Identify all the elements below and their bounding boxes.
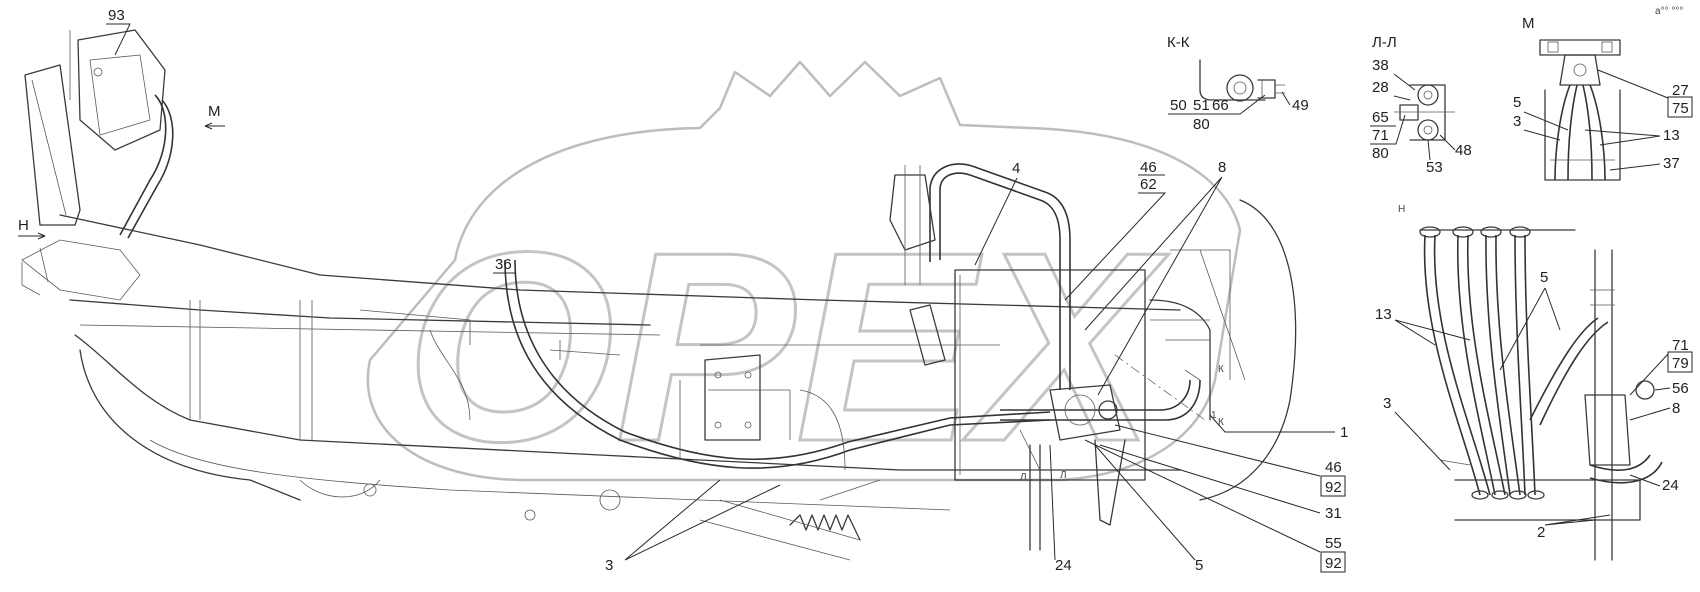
callout-3-main: 3: [605, 557, 613, 574]
main-view: М Н К К 1 Л Л: [18, 29, 1297, 561]
mounting-panel: [954, 269, 1146, 481]
callout-75-box: [1667, 96, 1693, 118]
mark-l-2: Л: [1060, 470, 1067, 481]
view-arrow-m-label: М: [208, 103, 221, 120]
mark-k-bottom: К: [1218, 417, 1224, 428]
callout-75: 75: [1672, 100, 1689, 117]
callout-1: 1: [1340, 424, 1348, 441]
corner-note: a°° °°°: [1655, 6, 1683, 17]
section-ll: Л-Л 38 28 65 71 80 48 53: [1370, 34, 1472, 176]
watermark-text: OPEX: [405, 197, 1169, 498]
callout-46-right: 46: [1325, 459, 1342, 476]
callout-46-top: 46: [1140, 159, 1157, 176]
callout-51: 51: [1193, 97, 1210, 114]
view-n-title: Н: [1398, 204, 1405, 215]
callout-79-box: [1667, 351, 1693, 373]
view-arrow-n-label: Н: [18, 217, 29, 234]
filter-unit: [1049, 384, 1121, 441]
callout-4: 4: [1012, 160, 1020, 177]
callout-2: 2: [1537, 524, 1545, 541]
mark-l: Л: [1020, 472, 1027, 483]
callout-92-b: 92: [1325, 555, 1342, 572]
main-view-callouts: 93 36 4 46 62 8 1 46 92 31 55 92 24 5 3: [106, 7, 1348, 574]
callout-80-ll: 80: [1372, 145, 1389, 162]
bracket-93-body: [77, 29, 166, 151]
callout-53: 53: [1426, 159, 1443, 176]
callout-92-a: 92: [1325, 479, 1342, 496]
section-kk: К-К 50 51 66 80 49: [1167, 34, 1309, 133]
callout-8-top: 8: [1218, 159, 1226, 176]
view-m: М 5 3 27 75 13 37: [1513, 15, 1693, 181]
section-ll-title: Л-Л: [1372, 34, 1397, 51]
callout-56: 56: [1672, 380, 1689, 397]
callout-37: 37: [1663, 155, 1680, 172]
pipe-36: [504, 259, 1051, 469]
callout-48: 48: [1455, 142, 1472, 159]
callout-24-main: 24: [1055, 557, 1072, 574]
callout-92-b-box: [1320, 551, 1346, 573]
callout-49: 49: [1292, 97, 1309, 114]
callout-13-m: 13: [1663, 127, 1680, 144]
callout-27: 27: [1672, 82, 1689, 99]
callout-65: 65: [1372, 109, 1389, 126]
watermark-gear-outline: [366, 60, 1242, 482]
view-m-title: М: [1522, 15, 1535, 32]
callout-93: 93: [108, 7, 125, 24]
callout-62: 62: [1140, 176, 1157, 193]
mark-k-top: К: [1218, 364, 1224, 375]
callout-5-n: 5: [1540, 269, 1548, 286]
callout-80-kk: 80: [1193, 116, 1210, 133]
callout-66: 66: [1212, 97, 1229, 114]
view-n: Н 13 5 71 79: [1375, 204, 1693, 561]
callout-31: 31: [1325, 505, 1342, 522]
frame-rail-lower: [74, 334, 1181, 471]
callout-5-m: 5: [1513, 94, 1521, 111]
callout-36: 36: [495, 256, 512, 273]
watermark: OPEX: [366, 60, 1242, 500]
callout-3-n: 3: [1383, 395, 1391, 412]
callout-24-n: 24: [1662, 477, 1679, 494]
callout-28: 28: [1372, 79, 1389, 96]
frame-rail-top: [59, 214, 1181, 311]
callout-38: 38: [1372, 57, 1389, 74]
mark-one: 1: [1211, 410, 1217, 421]
callout-3-m: 3: [1513, 113, 1521, 130]
callout-71-ll: 71: [1372, 127, 1389, 144]
callout-71-n: 71: [1672, 337, 1689, 354]
spring: [789, 514, 861, 541]
callout-79: 79: [1672, 355, 1689, 372]
cab-rear-panel: [24, 64, 81, 226]
callout-13-n: 13: [1375, 306, 1392, 323]
callout-55: 55: [1325, 535, 1342, 552]
callout-8-n: 8: [1672, 400, 1680, 417]
callout-50: 50: [1170, 97, 1187, 114]
callout-92-a-box: [1320, 475, 1346, 497]
section-kk-title: К-К: [1167, 34, 1190, 51]
callout-5-main: 5: [1195, 557, 1203, 574]
